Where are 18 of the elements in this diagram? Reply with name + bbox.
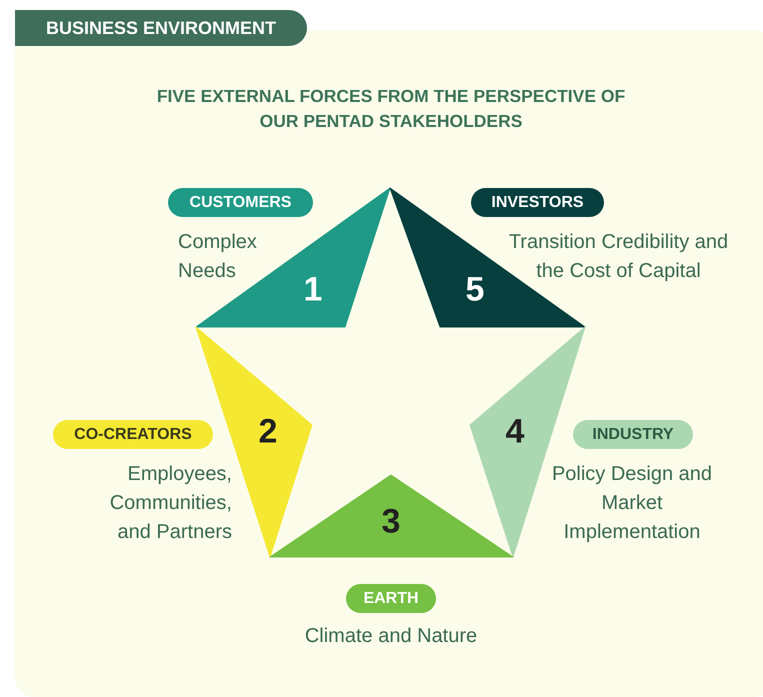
force-description: Climate and Nature bbox=[304, 624, 478, 649]
stakeholder-pill: CUSTOMERS bbox=[168, 188, 313, 217]
force-description: Employees, Communities, and Partners bbox=[108, 462, 232, 545]
diagram-title: FIVE EXTERNAL FORCES FROM THE PERSPECTIVE OF OUR PENTAD STAKEHOLDERS bbox=[156, 85, 626, 133]
section-tab: BUSINESS ENVIRONMENT bbox=[15, 10, 307, 46]
force-description: Transition Credibility and the Cost of Capital bbox=[508, 230, 730, 284]
segment-number: 2 bbox=[258, 412, 278, 452]
triangle-segment bbox=[270, 475, 513, 557]
stakeholder-pill: INDUSTRY bbox=[573, 420, 693, 449]
segment-number: 1 bbox=[304, 270, 322, 310]
segment-number: 3 bbox=[382, 502, 400, 542]
segment-number: 5 bbox=[466, 270, 484, 310]
force-description: Complex Needs bbox=[178, 230, 258, 284]
stakeholder-pill: INVESTORS bbox=[471, 188, 604, 217]
force-description: Policy Design and Market Implementation bbox=[550, 462, 714, 545]
segment-number: 4 bbox=[506, 412, 524, 452]
stakeholder-pill: EARTH bbox=[346, 584, 436, 613]
stakeholder-pill: CO-CREATORS bbox=[53, 420, 213, 449]
